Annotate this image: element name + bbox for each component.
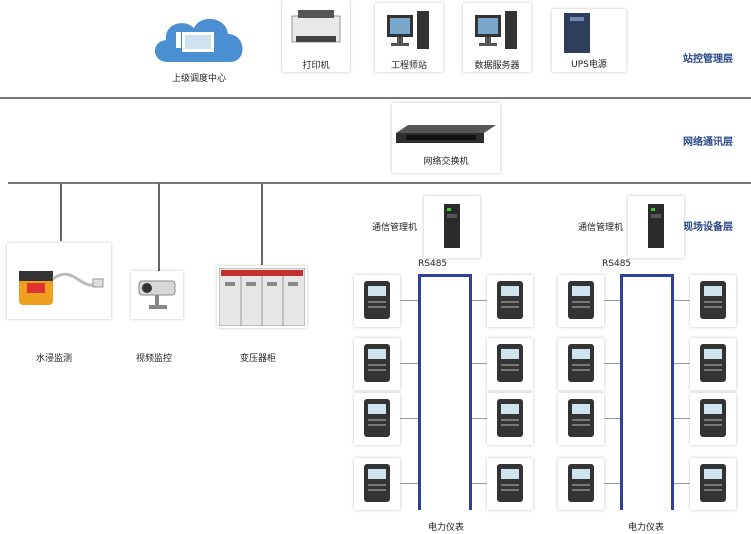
meter-connector	[604, 300, 620, 301]
meter-connector	[400, 363, 418, 364]
meter	[487, 338, 533, 390]
meter-connector	[472, 483, 487, 484]
meter-connector	[674, 418, 690, 419]
rs485-right-bus-left	[620, 274, 623, 510]
meter	[487, 393, 533, 445]
rs485-right-top-bar	[620, 274, 674, 277]
meter-connector	[472, 300, 487, 301]
rs485-left-bus-right	[469, 274, 472, 510]
meter	[558, 458, 604, 510]
meter	[487, 275, 533, 327]
meters-right-label: 电力仪表	[628, 523, 665, 533]
meter-connector	[400, 300, 418, 301]
meter-connector	[674, 300, 690, 301]
manager-right-node	[628, 196, 684, 258]
workstation-node: 工程师站	[375, 3, 443, 72]
drop-line-water	[60, 183, 62, 241]
ups-icon	[564, 13, 590, 53]
switch-node: 网络交换机	[392, 103, 500, 173]
meter	[354, 458, 400, 510]
layer-label-network: 网络通讯层	[683, 137, 733, 148]
meter	[354, 275, 400, 327]
meter	[558, 275, 604, 327]
meter-connector	[674, 363, 690, 364]
meter-connector	[674, 483, 690, 484]
meter-connector	[604, 418, 620, 419]
meter-connector	[472, 418, 487, 419]
layer-label-station: 站控管理层	[683, 54, 733, 65]
meter	[690, 458, 736, 510]
manager-right-label: 通信管理机	[578, 223, 624, 233]
printer-node: 打印机	[282, 0, 350, 72]
meter	[354, 338, 400, 390]
rs485-right-bus-right	[671, 274, 674, 510]
camera-label: 视频监控	[136, 354, 173, 364]
field-bus-line	[8, 182, 751, 184]
manager-left-label: 通信管理机	[372, 223, 418, 233]
meter	[690, 393, 736, 445]
rs485-left-bus-left	[418, 274, 421, 510]
meter-connector	[400, 418, 418, 419]
layer-label-field: 现场设备层	[683, 222, 733, 233]
ups-node: UPS电源	[552, 9, 626, 72]
server-node: 数据服务器	[463, 3, 531, 72]
printer-icon	[291, 10, 341, 43]
meter	[558, 338, 604, 390]
cabinet-label: 变压器柜	[240, 354, 277, 364]
manager-left-node	[424, 196, 480, 258]
meter	[558, 393, 604, 445]
camera-icon	[138, 280, 176, 309]
server-label: 数据服务器	[474, 61, 520, 71]
rs485-right-label: RS485	[602, 259, 632, 269]
communication-manager-icon	[444, 204, 460, 248]
cabinet-node	[217, 266, 307, 328]
cloud-icon	[154, 18, 243, 62]
camera-node	[131, 271, 183, 319]
meter-connector	[604, 483, 620, 484]
meter-connector	[472, 363, 487, 364]
water-sensor-icon	[19, 271, 104, 305]
server-icon	[475, 11, 517, 49]
communication-manager-icon	[648, 204, 664, 248]
drop-line-cabinet	[261, 183, 263, 265]
water-sensor-label: 水浸监测	[36, 354, 73, 364]
printer-label: 打印机	[302, 61, 330, 71]
switch-label: 网络交换机	[423, 157, 469, 167]
cloud-node: 上级调度中心	[148, 10, 250, 84]
workstation-label: 工程师站	[390, 61, 427, 71]
rs485-left-top-bar	[418, 274, 472, 277]
meter	[487, 458, 533, 510]
drop-line-camera	[158, 183, 160, 271]
rs485-left-label: RS485	[418, 259, 448, 269]
meter	[354, 393, 400, 445]
ups-label: UPS电源	[571, 60, 607, 70]
meters-left-label: 电力仪表	[428, 523, 465, 533]
water-sensor-node	[7, 243, 111, 319]
meter	[690, 338, 736, 390]
cabinet-icon	[219, 268, 305, 326]
meter	[690, 275, 736, 327]
meter-connector	[400, 483, 418, 484]
station-bus-line	[0, 97, 751, 99]
workstation-icon	[387, 11, 429, 49]
cloud-label: 上级调度中心	[171, 74, 226, 84]
switch-icon	[396, 125, 496, 143]
meter-connector	[604, 363, 620, 364]
